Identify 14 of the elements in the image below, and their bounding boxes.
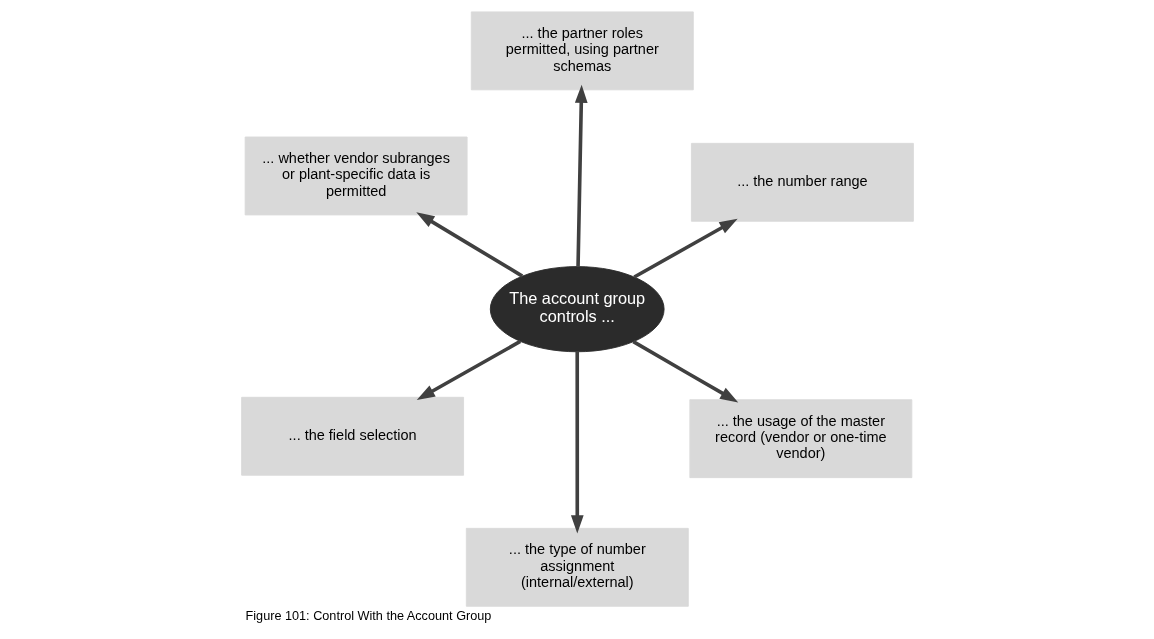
node-box: ... the partner roles permitted, using partner schemas	[470, 11, 694, 91]
node-box: ... the type of number assignment (internal/external)	[465, 527, 689, 607]
arrow	[415, 212, 523, 278]
arrow	[416, 339, 521, 400]
caption: Figure 101: Control With the Account Group	[245, 609, 491, 624]
node-box: ... whether vendor subranges or plant-specific data is permitted	[244, 136, 468, 216]
arrow	[574, 84, 588, 267]
node-box: ... the number range	[690, 142, 914, 222]
arrow	[631, 340, 738, 403]
arrow	[570, 351, 584, 534]
node-ellipse: The account group controls ...	[489, 266, 665, 353]
arrow	[632, 218, 738, 279]
node-box: ... the field selection	[240, 396, 464, 476]
node-box: ... the usage of the master record (vendor or one-time vendor)	[688, 399, 912, 479]
